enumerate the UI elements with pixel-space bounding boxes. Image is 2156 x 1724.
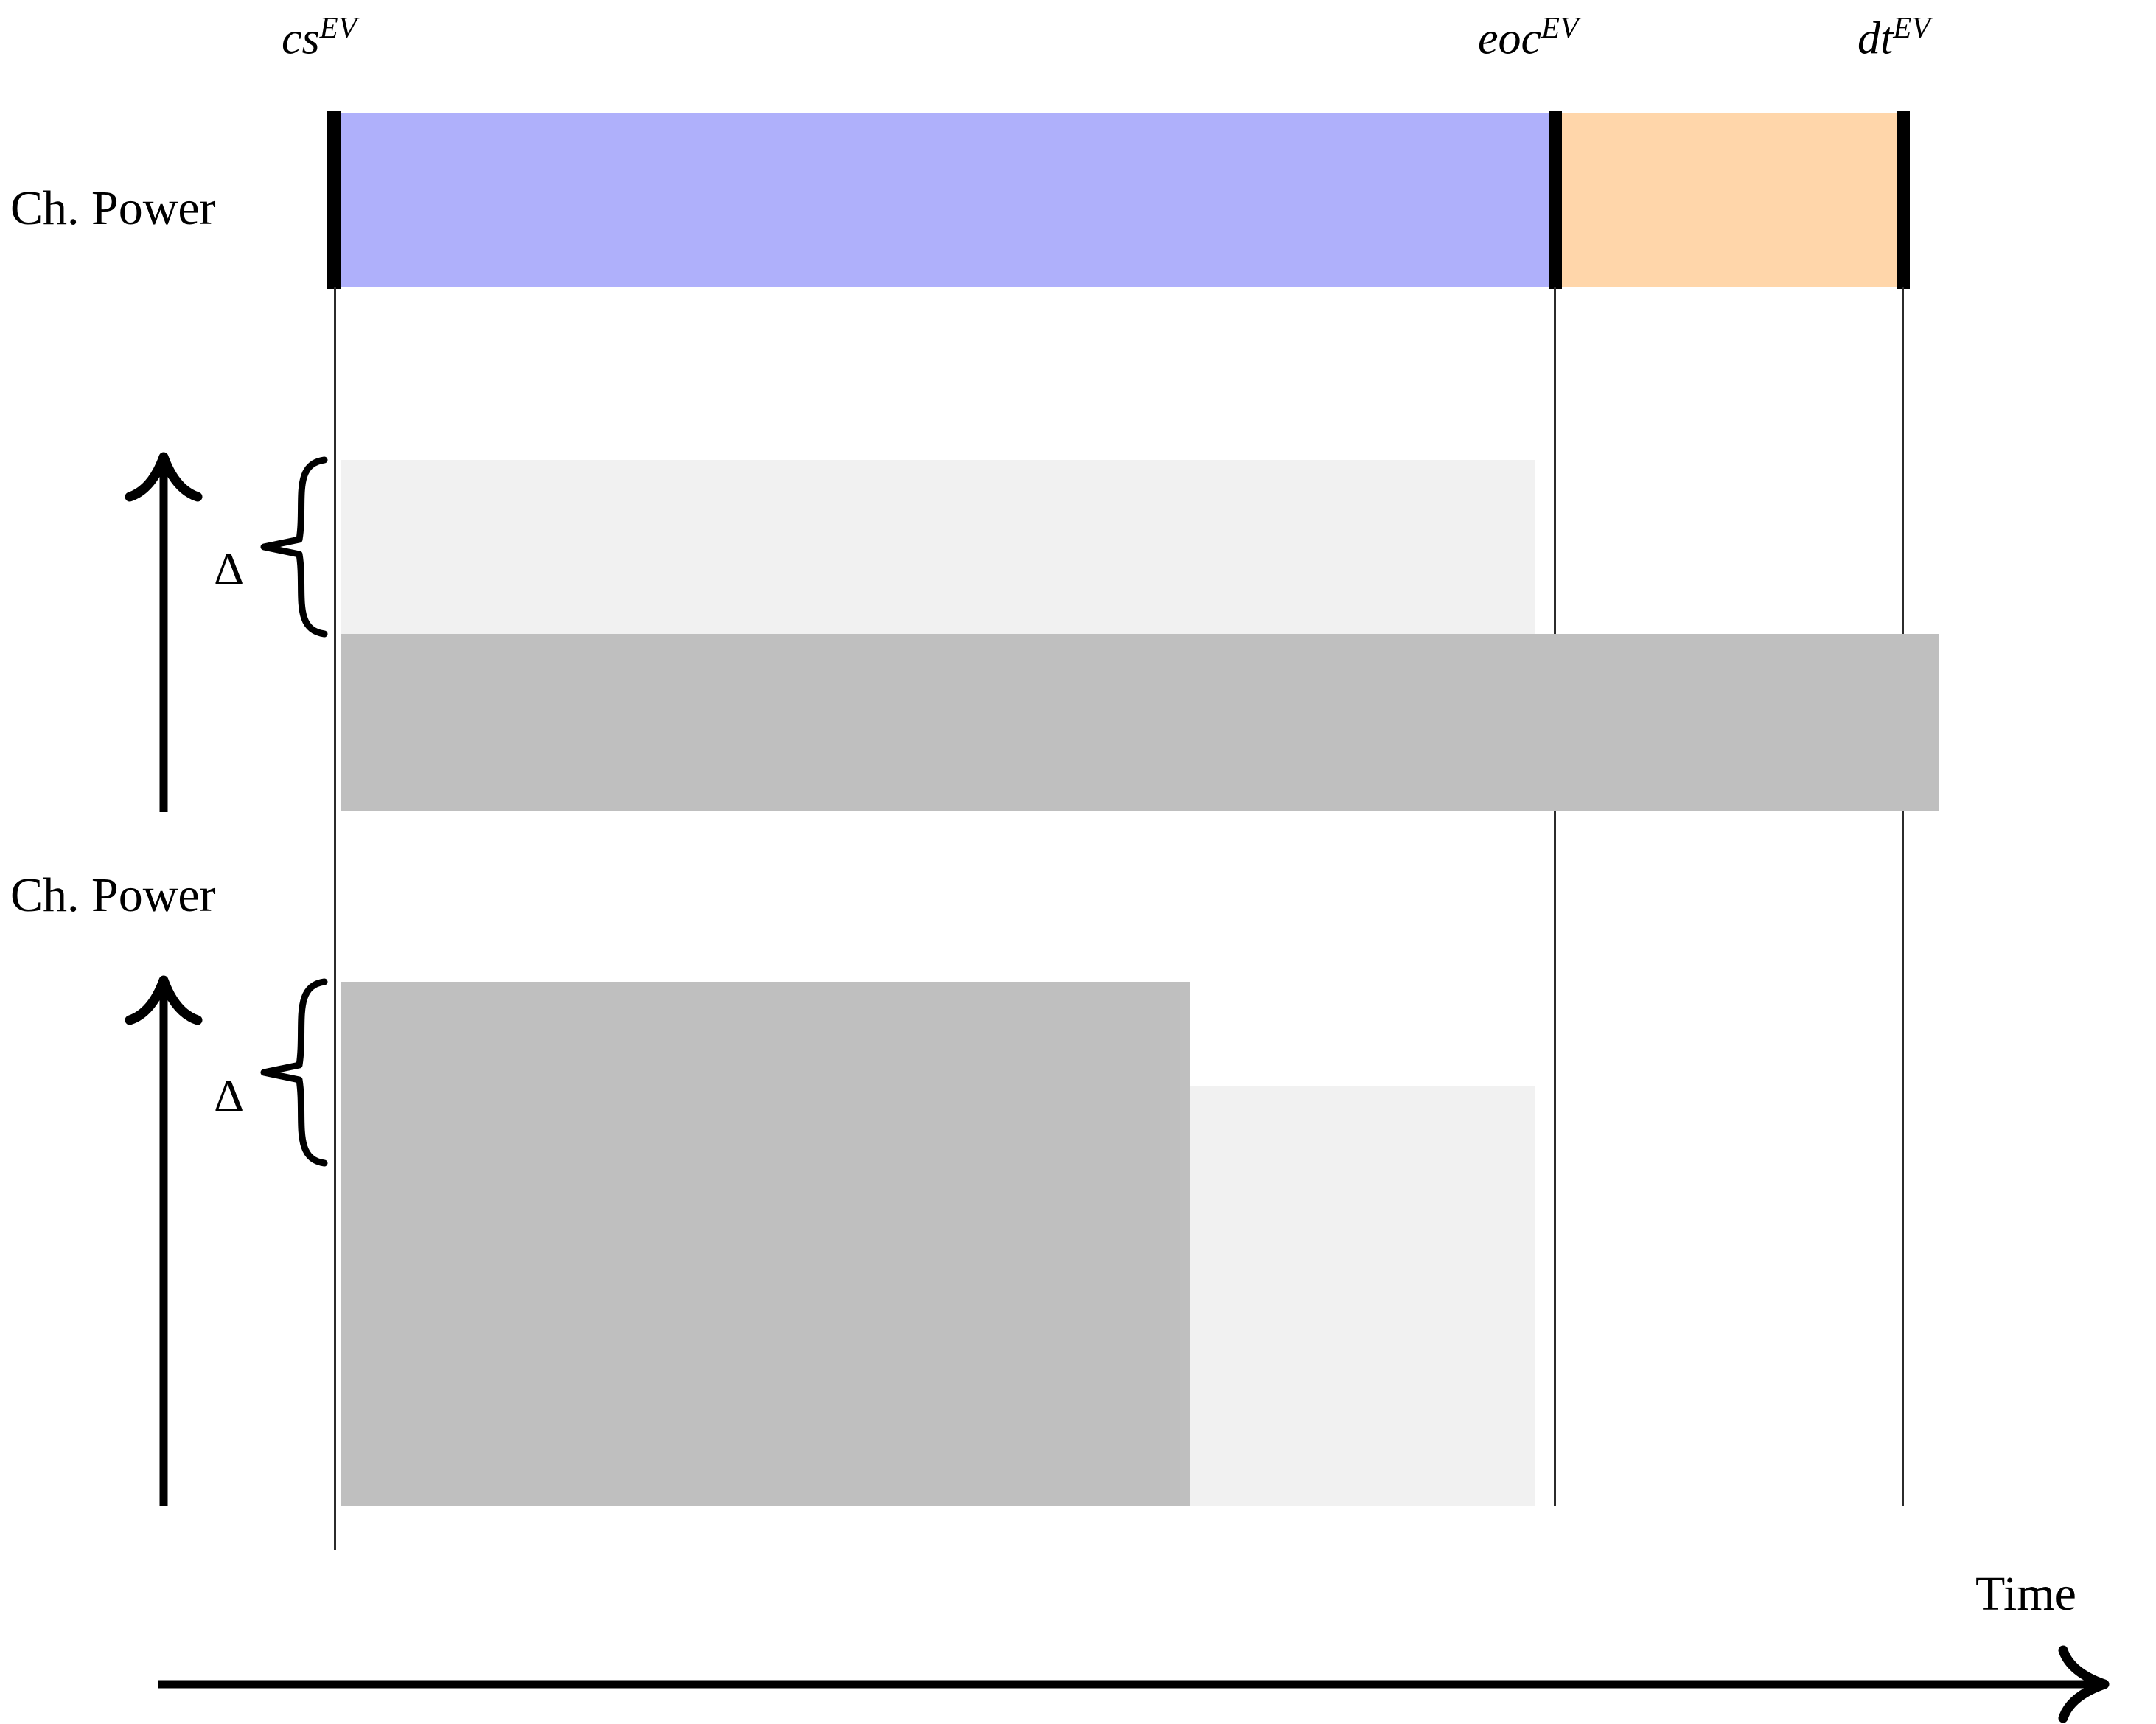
panel-lower-axis-label: Ch. Power (10, 868, 216, 922)
event-label-dt: dtEV (1857, 13, 1930, 62)
panel-upper-delta-label: Δ (214, 542, 245, 595)
panel-upper-y-axis-arrow-head (125, 452, 203, 502)
panel-upper-delta-brace (260, 456, 328, 638)
panel-lower-delta-label: Δ (214, 1069, 245, 1122)
event-label-eoc-base: eoc (1478, 13, 1542, 64)
time-axis-arrow-head (2058, 1645, 2110, 1723)
event-label-eoc-sup: EV (1541, 11, 1580, 44)
panel-upper-high-band (341, 634, 1939, 811)
guide-line-eoc (1554, 287, 1556, 1506)
event-label-cs-base: cs (282, 13, 320, 64)
time-axis-label: Time (1975, 1567, 2076, 1621)
panel-upper-low-band (341, 460, 1535, 634)
event-tick-dt (1897, 111, 1910, 289)
guide-line-dt (1902, 287, 1904, 1506)
panel-lower-y-axis-arrow-head (125, 975, 203, 1025)
event-label-dt-sup: EV (1893, 11, 1931, 44)
panel-lower-delta-brace (260, 978, 328, 1167)
timeline-phase-charging (341, 113, 1549, 287)
event-tick-cs (327, 111, 341, 289)
timeline-phase-idle (1561, 113, 1897, 287)
event-label-cs-sup: EV (319, 11, 357, 44)
event-label-eoc: eocEV (1478, 13, 1579, 62)
event-label-cs: csEV (282, 13, 357, 62)
event-tick-eoc (1549, 111, 1562, 289)
panel-upper-axis-label: Ch. Power (10, 181, 216, 235)
panel-lower-low-band (1190, 1086, 1535, 1506)
event-label-dt-base: dt (1857, 13, 1894, 64)
panel-lower-high-band (341, 982, 1190, 1506)
guide-line-cs (334, 287, 336, 1550)
